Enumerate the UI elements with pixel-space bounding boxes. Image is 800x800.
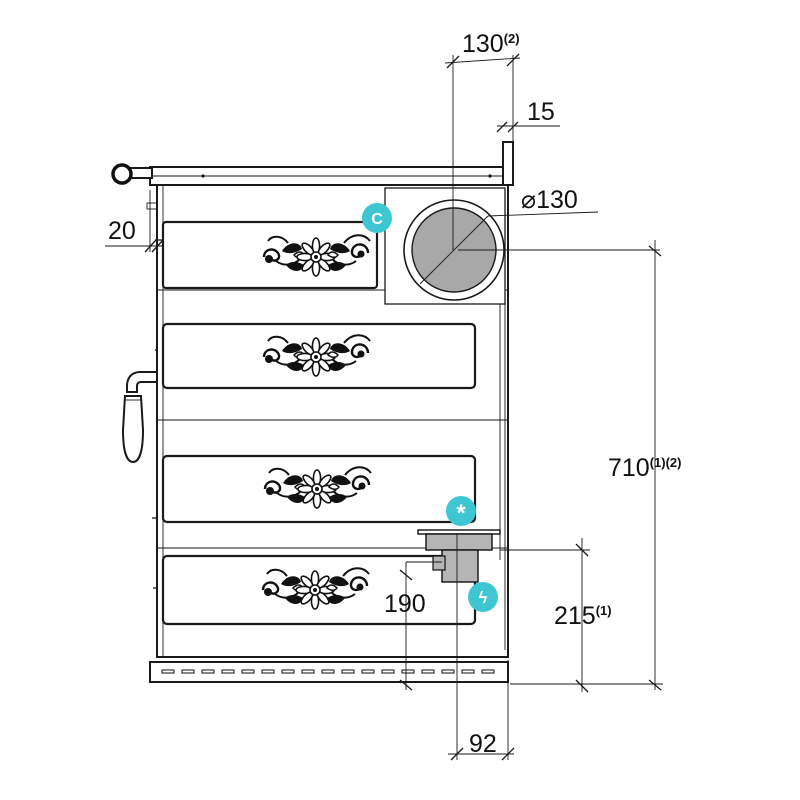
plinth-vent-slot: [361, 669, 375, 674]
drawer-3: [161, 454, 477, 524]
plinth-vent-slot: [461, 669, 475, 674]
plinth-vent-slot: [421, 669, 435, 674]
plinth-vent-slot: [181, 669, 195, 674]
towel-rail: [111, 163, 153, 185]
top-plate: [149, 141, 514, 186]
svg-text:ϟ: ϟ: [479, 588, 488, 607]
plinth-vent-slot: [161, 669, 175, 674]
svg-text:710(1)(2): 710(1)(2): [608, 454, 682, 482]
flue-outlet: [384, 187, 506, 305]
plinth-vent-slot: [381, 669, 395, 674]
plinth-vent-slot: [301, 669, 315, 674]
plinth-vent-slot: [321, 669, 335, 674]
dim-connection-height: 215(1): [500, 538, 612, 693]
svg-text:*: *: [456, 500, 466, 527]
svg-text:C: C: [371, 211, 383, 228]
dim-flue-diameter: ⌀130: [419, 186, 660, 285]
rail-knob: [111, 163, 133, 185]
plinth-vent-slot: [341, 669, 355, 674]
plinth-vent-slot: [401, 669, 415, 674]
plinth-vent-slot: [441, 669, 455, 674]
svg-text:130(2): 130(2): [462, 30, 520, 58]
dim-total-height: 710(1)(2): [510, 240, 682, 691]
svg-text:92: 92: [469, 730, 497, 758]
rear-upstand: [502, 141, 514, 186]
plinth-vent-slot: [201, 669, 215, 674]
plinth-vent-slot: [481, 669, 495, 674]
plinth: [149, 661, 509, 683]
dim-top-edge: 15: [496, 98, 560, 133]
electric-badge: ϟ: [468, 582, 498, 612]
flue-badge: C: [362, 203, 392, 233]
plinth-vent-slot: [261, 669, 275, 674]
oven-handle: [121, 371, 158, 464]
drawer-1: [161, 220, 379, 290]
plinth-vent-slot: [221, 669, 235, 674]
drawer-4: [161, 554, 477, 626]
svg-text:15: 15: [527, 98, 555, 126]
plinth-vent-slot: [281, 669, 295, 674]
side-hinges: [146, 202, 163, 589]
dim-connection-depth: 190: [384, 561, 442, 691]
svg-text:⌀130: ⌀130: [521, 186, 578, 214]
water-badge: *: [446, 496, 476, 527]
plinth-vent-slot: [241, 669, 255, 674]
drawer-2: [161, 322, 477, 390]
water-connection: [417, 529, 501, 760]
dim-side-gap: 20: [105, 190, 164, 253]
svg-text:215(1): 215(1): [554, 602, 612, 630]
svg-text:190: 190: [384, 590, 426, 618]
svg-text:20: 20: [108, 217, 136, 245]
dim-rear-offset: 92: [448, 660, 515, 761]
dim-flue-offset: 130(2): [444, 30, 521, 250]
